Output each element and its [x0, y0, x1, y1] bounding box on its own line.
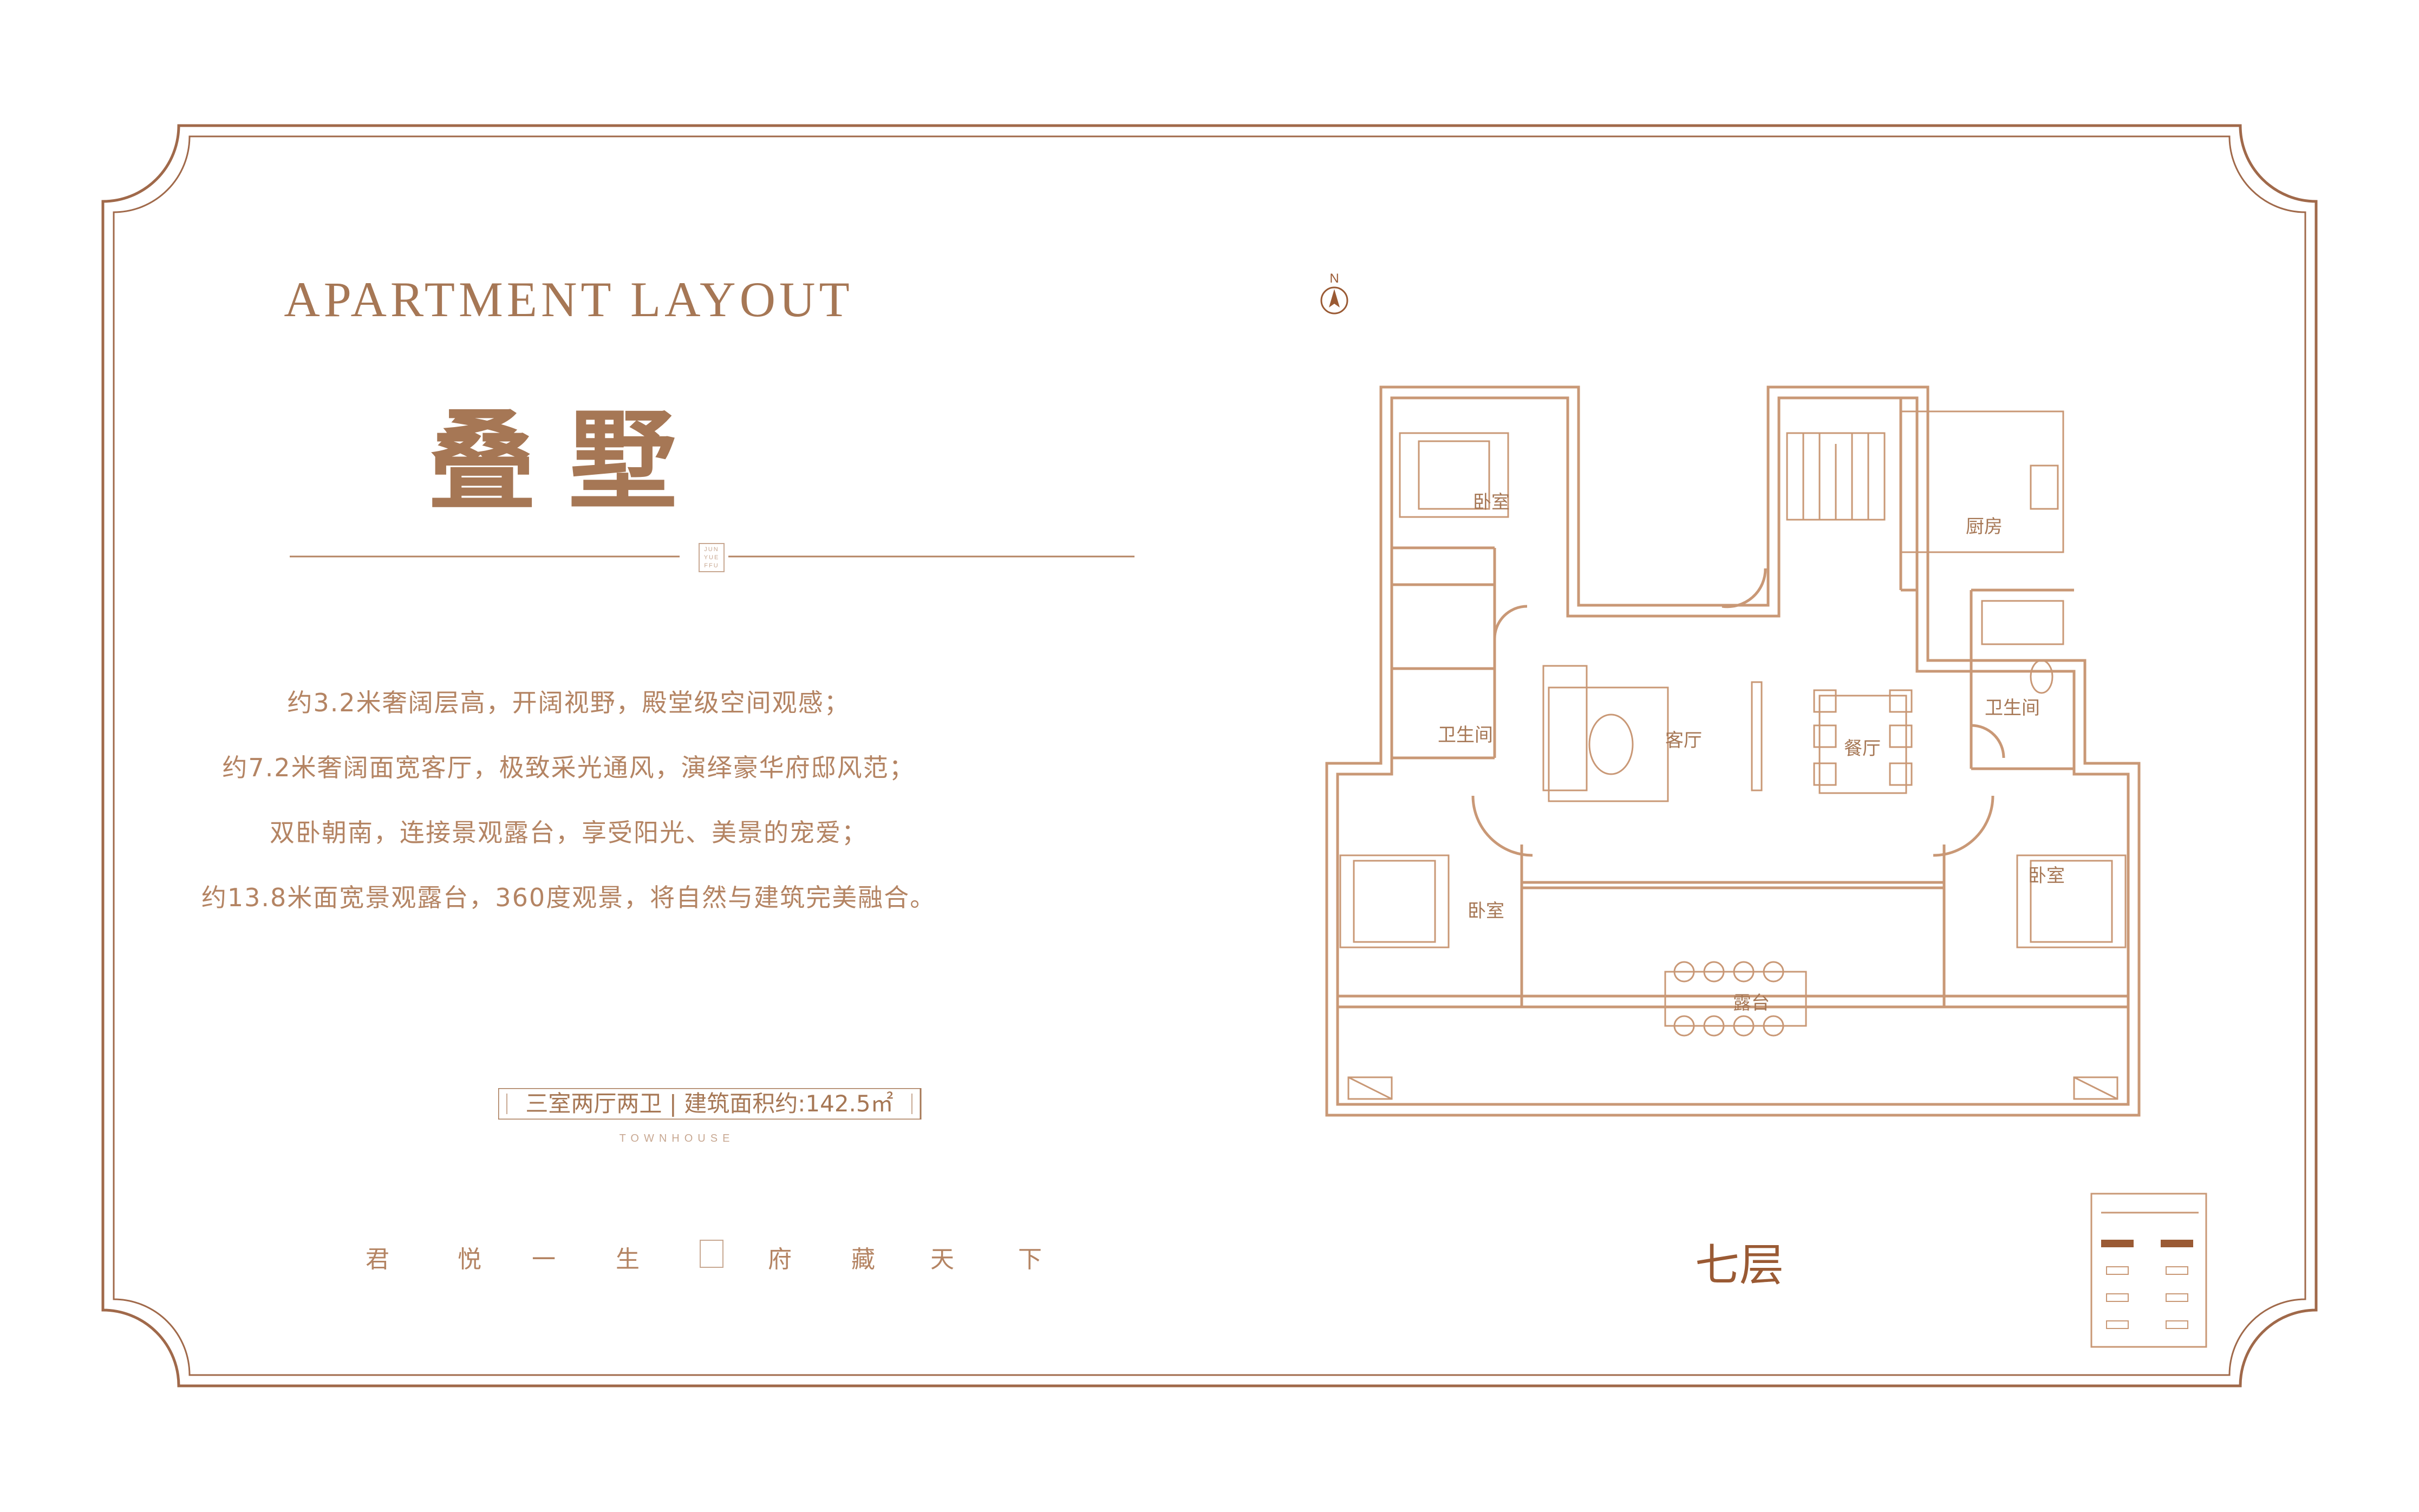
room-label-bedroom-se: 卧室 — [2028, 865, 2065, 887]
slogan-char-3: 一 — [532, 1246, 556, 1273]
room-label-bedroom-sw: 卧室 — [1468, 900, 1504, 922]
room-label-bedroom-nw: 卧室 — [1473, 492, 1510, 513]
room-label-bath-e: 卫生间 — [1985, 697, 2040, 719]
plan-furniture — [1339, 410, 2127, 1100]
slogan-char-7: 天 — [930, 1246, 954, 1273]
slogan-char-8: 下 — [1018, 1246, 1042, 1273]
compass-north-icon: N — [1320, 271, 1348, 315]
spec-badge: 三室两厅两卫 | 建筑面积约:142.5㎡ — [498, 1088, 931, 1120]
plan-walls — [1325, 385, 2141, 1117]
seal-mark: JUN YUE FFU — [699, 543, 725, 572]
slogan-char-6: 藏 — [851, 1246, 875, 1273]
description-line-2: 约7.2米奢阔面宽客厅，极致采光通风，演绎豪华府邸风范； — [222, 753, 915, 782]
description-line-4: 约13.8米面宽景观露台，360度观景，将自然与建筑完美融合。 — [201, 883, 936, 912]
room-label-terrace: 露台 — [1733, 992, 1770, 1014]
slogan-char-2: 悦 — [458, 1246, 481, 1273]
title-cn: 叠墅 — [427, 398, 709, 525]
room-label-bath-w: 卫生间 — [1438, 724, 1493, 746]
slogan-char-5: 府 — [768, 1246, 792, 1273]
spec-text: 三室两厅两卫 | 建筑面积约:142.5㎡ — [525, 1090, 894, 1117]
floor-label: 七层 — [1695, 1240, 1784, 1291]
room-label-dining: 餐厅 — [1844, 738, 1881, 760]
room-label-kitchen: 厨房 — [1966, 516, 2003, 538]
slogan-char-4: 生 — [616, 1246, 640, 1273]
description-line-1: 约3.2米奢阔层高，开阔视野，殿堂级空间观感； — [287, 688, 850, 717]
svg-text:N: N — [1329, 271, 1339, 286]
slogan-seal — [700, 1240, 723, 1268]
room-label-living: 客厅 — [1665, 730, 1702, 751]
description-line-3: 双卧朝南，连接景观露台，享受阳光、美景的宠爱； — [270, 818, 868, 847]
spec-badge-border — [498, 1088, 922, 1120]
townhouse-caption: TOWNHOUSE — [619, 1133, 735, 1144]
slogan-char-1: 君 — [366, 1246, 389, 1273]
key-plan — [2090, 1193, 2207, 1348]
plan-stair — [1786, 432, 1886, 521]
title-en: APARTMENT LAYOUT — [284, 272, 853, 327]
